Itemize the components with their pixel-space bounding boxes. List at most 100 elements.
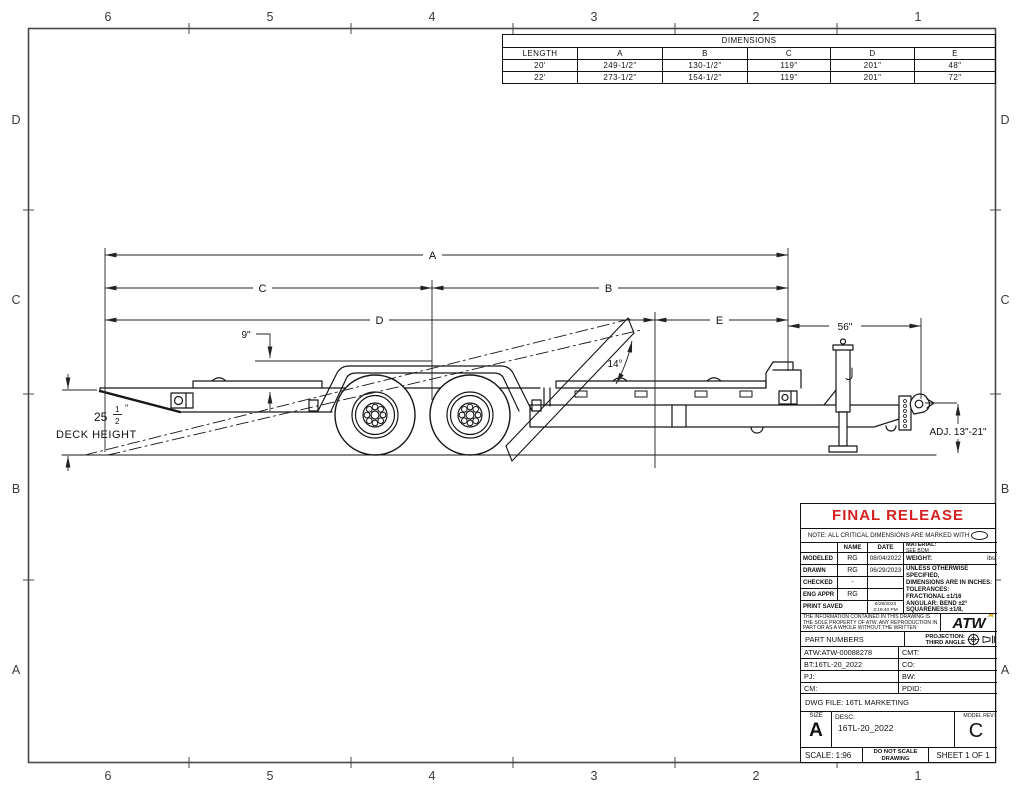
- eng-appr-date: [868, 589, 904, 601]
- dim-label-adj: ADJ. 13"-21": [929, 427, 987, 438]
- zone-top-3: 3: [591, 10, 598, 24]
- zone-right-d: D: [1000, 113, 1009, 127]
- part-number-co: CO:: [899, 659, 997, 671]
- projection-cell: PROJECTION: THIRD ANGLE: [904, 632, 997, 646]
- model-rev-value: C: [968, 720, 984, 742]
- dim-label-9: 9": [241, 330, 251, 341]
- projection-value: THIRD ANGLE: [925, 639, 965, 646]
- rear-wheel: [334, 374, 416, 456]
- dim-label-d: D: [376, 315, 384, 327]
- tolerances-cell: UNLESS OTHERWISE SPECIFIED, DIMENSIONS A…: [904, 565, 997, 613]
- table-cell: 201": [830, 71, 914, 83]
- desc-label: DESC:: [835, 714, 855, 721]
- dim-label-e: E: [716, 315, 723, 327]
- deck-height-unit: ": [125, 403, 128, 413]
- zone-right-c: C: [1000, 293, 1009, 307]
- size-cell: SIZE A: [801, 712, 832, 747]
- size-label: SIZE: [809, 713, 823, 719]
- zone-left-c: C: [11, 293, 20, 307]
- material-value: SEE BOM: [906, 547, 929, 553]
- part-numbers-section: ATW:ATW-00088278 CMT: BT:16TL-20_2022 CO…: [801, 646, 997, 693]
- print-saved-date-line1: 6/29/2023: [874, 602, 897, 607]
- tolerance-line: FRACTIONAL ±1/16: [906, 593, 962, 600]
- part-number-cm: CM:: [801, 683, 899, 693]
- col-header-b: B: [662, 47, 747, 59]
- size-row: SIZE A DESC: 16TL-20_2022 MODEL REV: C: [801, 711, 997, 747]
- critical-dimension-oval-icon: [971, 531, 989, 540]
- weight-cell: WEIGHT: lbs: [904, 553, 997, 565]
- checked-label: CHECKED: [801, 577, 838, 589]
- table-cell: 119": [747, 59, 830, 71]
- material-label: MATERIAL:: [906, 543, 937, 548]
- sheet-cell: SHEET 1 OF 1: [936, 751, 990, 760]
- table-cell: 154-1/2": [662, 71, 747, 83]
- zone-bottom-2: 2: [753, 769, 760, 783]
- approvals-section: NAME DATE MODELED RG 08/04/2022 DRAWN RG…: [801, 542, 997, 613]
- tolerance-line: TOLERANCES:: [906, 586, 950, 593]
- desc-cell: DESC: 16TL-20_2022: [832, 712, 955, 747]
- part-number-bw: BW:: [899, 671, 997, 683]
- part-numbers-header-row: PART NUMBERS PROJECTION: THIRD ANGLE: [801, 631, 997, 646]
- table-cell: 273-1/2": [577, 71, 662, 83]
- model-rev-cell: MODEL REV: C: [955, 712, 997, 747]
- dimension-labels: A C B D E 56" 9" 14° ADJ. 13"-21" 25 1 2…: [56, 250, 987, 441]
- deck-height-label: 25 1 2 " DECK HEIGHT: [56, 403, 136, 441]
- specs-column: MATERIAL: SEE BOM WEIGHT: lbs UNLESS OTH…: [904, 543, 997, 613]
- zone-left-b: B: [12, 482, 20, 496]
- do-not-scale-cell: DO NOT SCALE DRAWING: [863, 748, 929, 763]
- do-not-scale-line2: DRAWING: [881, 756, 910, 762]
- dim-label-a: A: [429, 250, 437, 262]
- deck-height-denominator: 2: [115, 417, 120, 426]
- approvals-corner: [801, 543, 838, 553]
- checked-date: [868, 577, 904, 589]
- title-block: FINAL RELEASE NOTE: ALL CRITICAL DIMENSI…: [800, 503, 997, 763]
- tolerance-line: DIMENSIONS ARE IN INCHES:: [906, 579, 993, 586]
- tolerance-line: SQUARENESS ±1/8, MEASURED: [906, 607, 963, 613]
- zone-top-1: 1: [915, 10, 922, 24]
- zone-top-5: 5: [267, 10, 274, 24]
- name-header: NAME: [838, 543, 868, 553]
- eng-appr-name: RG: [838, 589, 868, 601]
- part-number-bt: BT:16TL-20_2022: [801, 659, 899, 671]
- table-cell: 249-1/2": [577, 59, 662, 71]
- deck-height-whole: 25: [94, 410, 108, 424]
- part-number-pdid: PDID:: [902, 684, 922, 693]
- tilted-bed-phantom: [84, 317, 642, 462]
- col-header-a: A: [577, 47, 662, 59]
- table-cell: 72": [914, 71, 995, 83]
- front-wheel: [429, 374, 511, 456]
- size-value: A: [809, 720, 823, 741]
- dim-label-c: C: [259, 283, 267, 295]
- weight-unit: lbs: [987, 555, 995, 562]
- col-header-e: E: [914, 47, 995, 59]
- table-cell: 20': [503, 59, 577, 71]
- disclaimer-text: THE INFORMATION CONTAINED IN THIS DRAWIN…: [801, 614, 941, 631]
- tongue-jack: [823, 338, 858, 453]
- zone-left-d: D: [11, 113, 20, 127]
- atw-logo: ATW ★: [952, 614, 994, 631]
- star-icon: ★: [986, 614, 994, 620]
- final-release-stamp: FINAL RELEASE: [832, 507, 964, 524]
- do-not-scale-line1: DO NOT SCALE: [873, 749, 918, 755]
- zone-bottom-6: 6: [105, 769, 112, 783]
- dimensions-table-title: DIMENSIONS: [721, 36, 777, 45]
- zone-bottom-3: 3: [591, 769, 598, 783]
- drawn-name: RG: [838, 565, 868, 577]
- print-saved-date-line2: 3:19:40 PM: [873, 608, 898, 613]
- zone-right-b: B: [1001, 482, 1009, 496]
- company-logo: ATW ★: [941, 614, 997, 631]
- part-number-cmt: CMT:: [899, 647, 997, 659]
- zone-right-a: A: [1001, 663, 1010, 677]
- zone-labels: 6 5 4 3 2 1 6 5 4 3 2 1 D C B A D C B A: [11, 10, 1009, 783]
- zone-bottom-4: 4: [429, 769, 436, 783]
- model-rev-label: MODEL REV:: [963, 713, 995, 719]
- table-cell: 201": [830, 59, 914, 71]
- tolerance-line: UNLESS OTHERWISE SPECIFIED,: [906, 566, 969, 579]
- zone-left-a: A: [12, 663, 21, 677]
- projection-label: PROJECTION:: [925, 633, 965, 640]
- zone-top-6: 6: [105, 10, 112, 24]
- drawn-date: 06/29/2023: [868, 565, 904, 577]
- col-header-d: D: [830, 47, 914, 59]
- deck-height-numerator: 1: [115, 405, 120, 414]
